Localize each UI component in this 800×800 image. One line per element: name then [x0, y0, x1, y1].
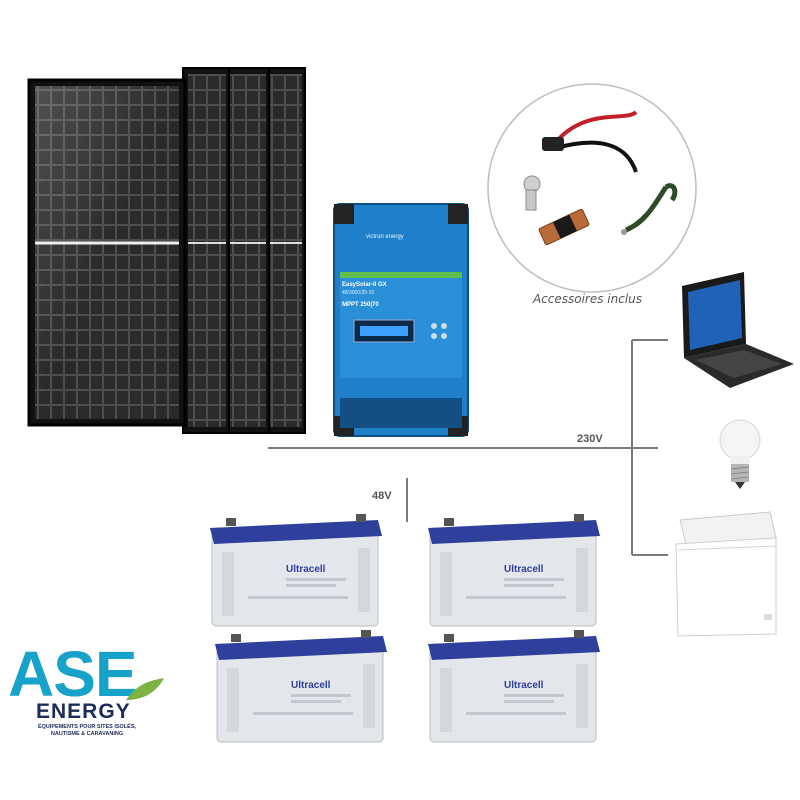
battery-brand: Ultracell	[291, 680, 331, 691]
battery-icon: Ultracell	[428, 630, 600, 743]
light-bulb-icon	[719, 419, 761, 489]
solar-panel-4	[264, 67, 306, 434]
accessories-caption: Accessoires inclus	[532, 292, 643, 306]
battery-icon: Ultracell	[215, 630, 387, 743]
battery-brand: Ultracell	[504, 680, 544, 691]
dc-voltage-label: 48V	[372, 490, 392, 502]
fuse-icon	[538, 208, 590, 246]
chest-freezer-icon	[675, 511, 777, 637]
battery-3: Ultracell	[213, 628, 388, 746]
logo-tagline-1: ÉQUIPEMENTS POUR SITES ISOLÉS,	[37, 724, 137, 730]
leaf-icon	[126, 678, 164, 700]
inverter-brand: victron energy	[366, 234, 404, 240]
ac-voltage-label: 230V	[577, 433, 603, 445]
logo-tagline-2: NAUTISME & CARAVANING	[50, 731, 124, 737]
cable-lug-icon	[523, 175, 541, 211]
logo-subname: ENERGY	[36, 700, 131, 723]
inverter: victron energy EasySolar-II GX 48/3000/3…	[332, 202, 470, 438]
battery-brand: Ultracell	[504, 564, 544, 575]
ground-cable-icon	[621, 183, 678, 235]
battery-icon: Ultracell	[210, 514, 382, 627]
solar-panel-2	[182, 67, 230, 434]
logo-tagline: ÉQUIPEMENTS POUR SITES ISOLÉS, NAUTISME …	[12, 724, 162, 738]
mc4-cable-icon	[542, 110, 638, 173]
inverter-model: EasySolar-II GX	[342, 282, 387, 288]
solar-panel-1	[27, 78, 187, 427]
battery-4: Ultracell	[426, 628, 601, 746]
inverter-spec: 48/3000/35-32	[342, 290, 375, 296]
solar-panels	[27, 67, 306, 434]
battery-brand: Ultracell	[286, 564, 326, 575]
logo-name: ASE	[8, 638, 138, 710]
battery-icon: Ultracell	[428, 514, 600, 627]
solar-panel-3	[224, 67, 270, 434]
laptop-icon	[682, 272, 794, 388]
battery-1: Ultracell	[208, 512, 383, 630]
battery-2: Ultracell	[426, 512, 601, 630]
accessories-circle	[486, 82, 698, 294]
inverter-mppt: MPPT 250|70	[342, 302, 379, 308]
